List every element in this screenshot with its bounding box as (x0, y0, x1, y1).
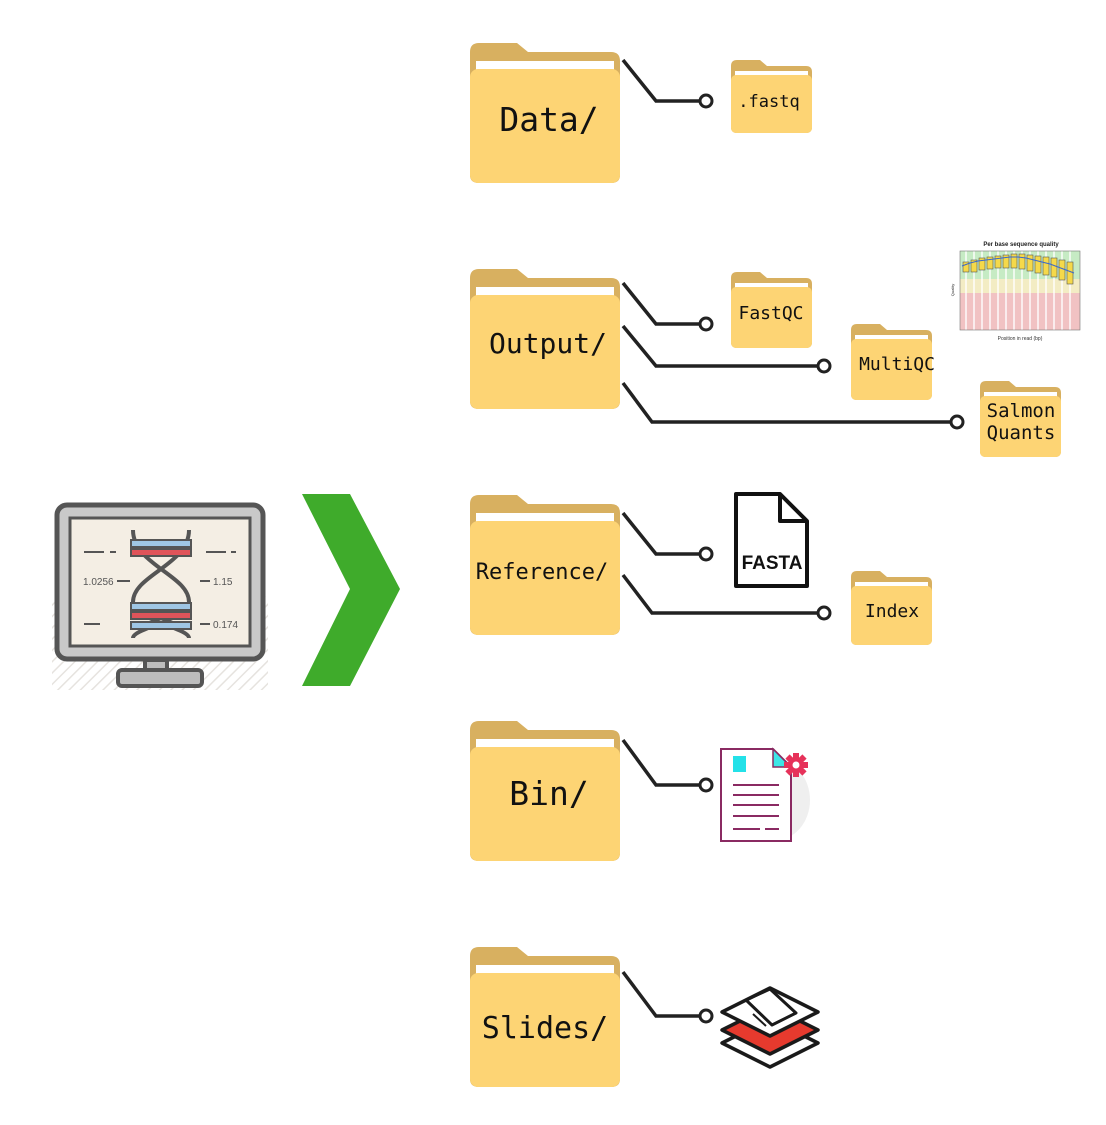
subfolder-fastq[interactable]: .fastq (731, 60, 812, 133)
qc-plot-thumbnail: Per base sequence quality (950, 242, 1081, 342)
folder-reference[interactable]: Reference/ (470, 495, 620, 635)
connector-lines (621, 58, 950, 1018)
subfolder-salmon-label-2: Quants (987, 422, 1056, 444)
monitor-value-right-bottom: 0.174 (213, 620, 238, 631)
folder-slides-label: Slides/ (482, 1011, 608, 1046)
subfolder-multiqc-label: MultiQC (859, 354, 935, 375)
subfolder-index-label: Index (865, 601, 919, 622)
subfolder-salmon-quants[interactable]: Salmon Quants (980, 381, 1061, 457)
folder-slides[interactable]: Slides/ (470, 947, 620, 1087)
dna-monitor-icon: 1.0256 1.15 0.174 (52, 502, 268, 690)
script-gear-icon (720, 747, 810, 842)
subfolder-index[interactable]: Index (851, 571, 932, 645)
layers-icon (720, 986, 820, 1069)
qc-plot-title: Per base sequence quality (983, 242, 1059, 248)
monitor-value-left: 1.0256 (83, 577, 114, 588)
folder-bin[interactable]: Bin/ (470, 721, 620, 861)
folder-data[interactable]: Data/ (470, 43, 620, 183)
connector-endpoints (698, 93, 965, 1024)
monitor-value-right-top: 1.15 (213, 577, 233, 588)
folder-output-label: Output/ (489, 327, 607, 360)
qc-plot-ylabel: Quality (950, 284, 955, 296)
fasta-file-label: FASTA (742, 553, 803, 574)
subfolder-multiqc[interactable]: MultiQC (851, 324, 935, 400)
folder-output[interactable]: Output/ (470, 269, 620, 409)
subfolder-fastqc-label: FastQC (738, 303, 803, 324)
subfolder-fastqc[interactable]: FastQC (731, 272, 812, 348)
qc-plot-xlabel: Position in read (bp) (998, 336, 1043, 342)
chevron-right-icon (302, 494, 400, 686)
folder-bin-label: Bin/ (509, 774, 588, 813)
folder-data-label: Data/ (499, 100, 598, 139)
file-icon: FASTA (734, 492, 809, 588)
folder-reference-label: Reference/ (476, 560, 608, 585)
subfolder-fastq-label: .fastq (738, 92, 799, 112)
subfolder-salmon-label-1: Salmon (987, 400, 1056, 422)
